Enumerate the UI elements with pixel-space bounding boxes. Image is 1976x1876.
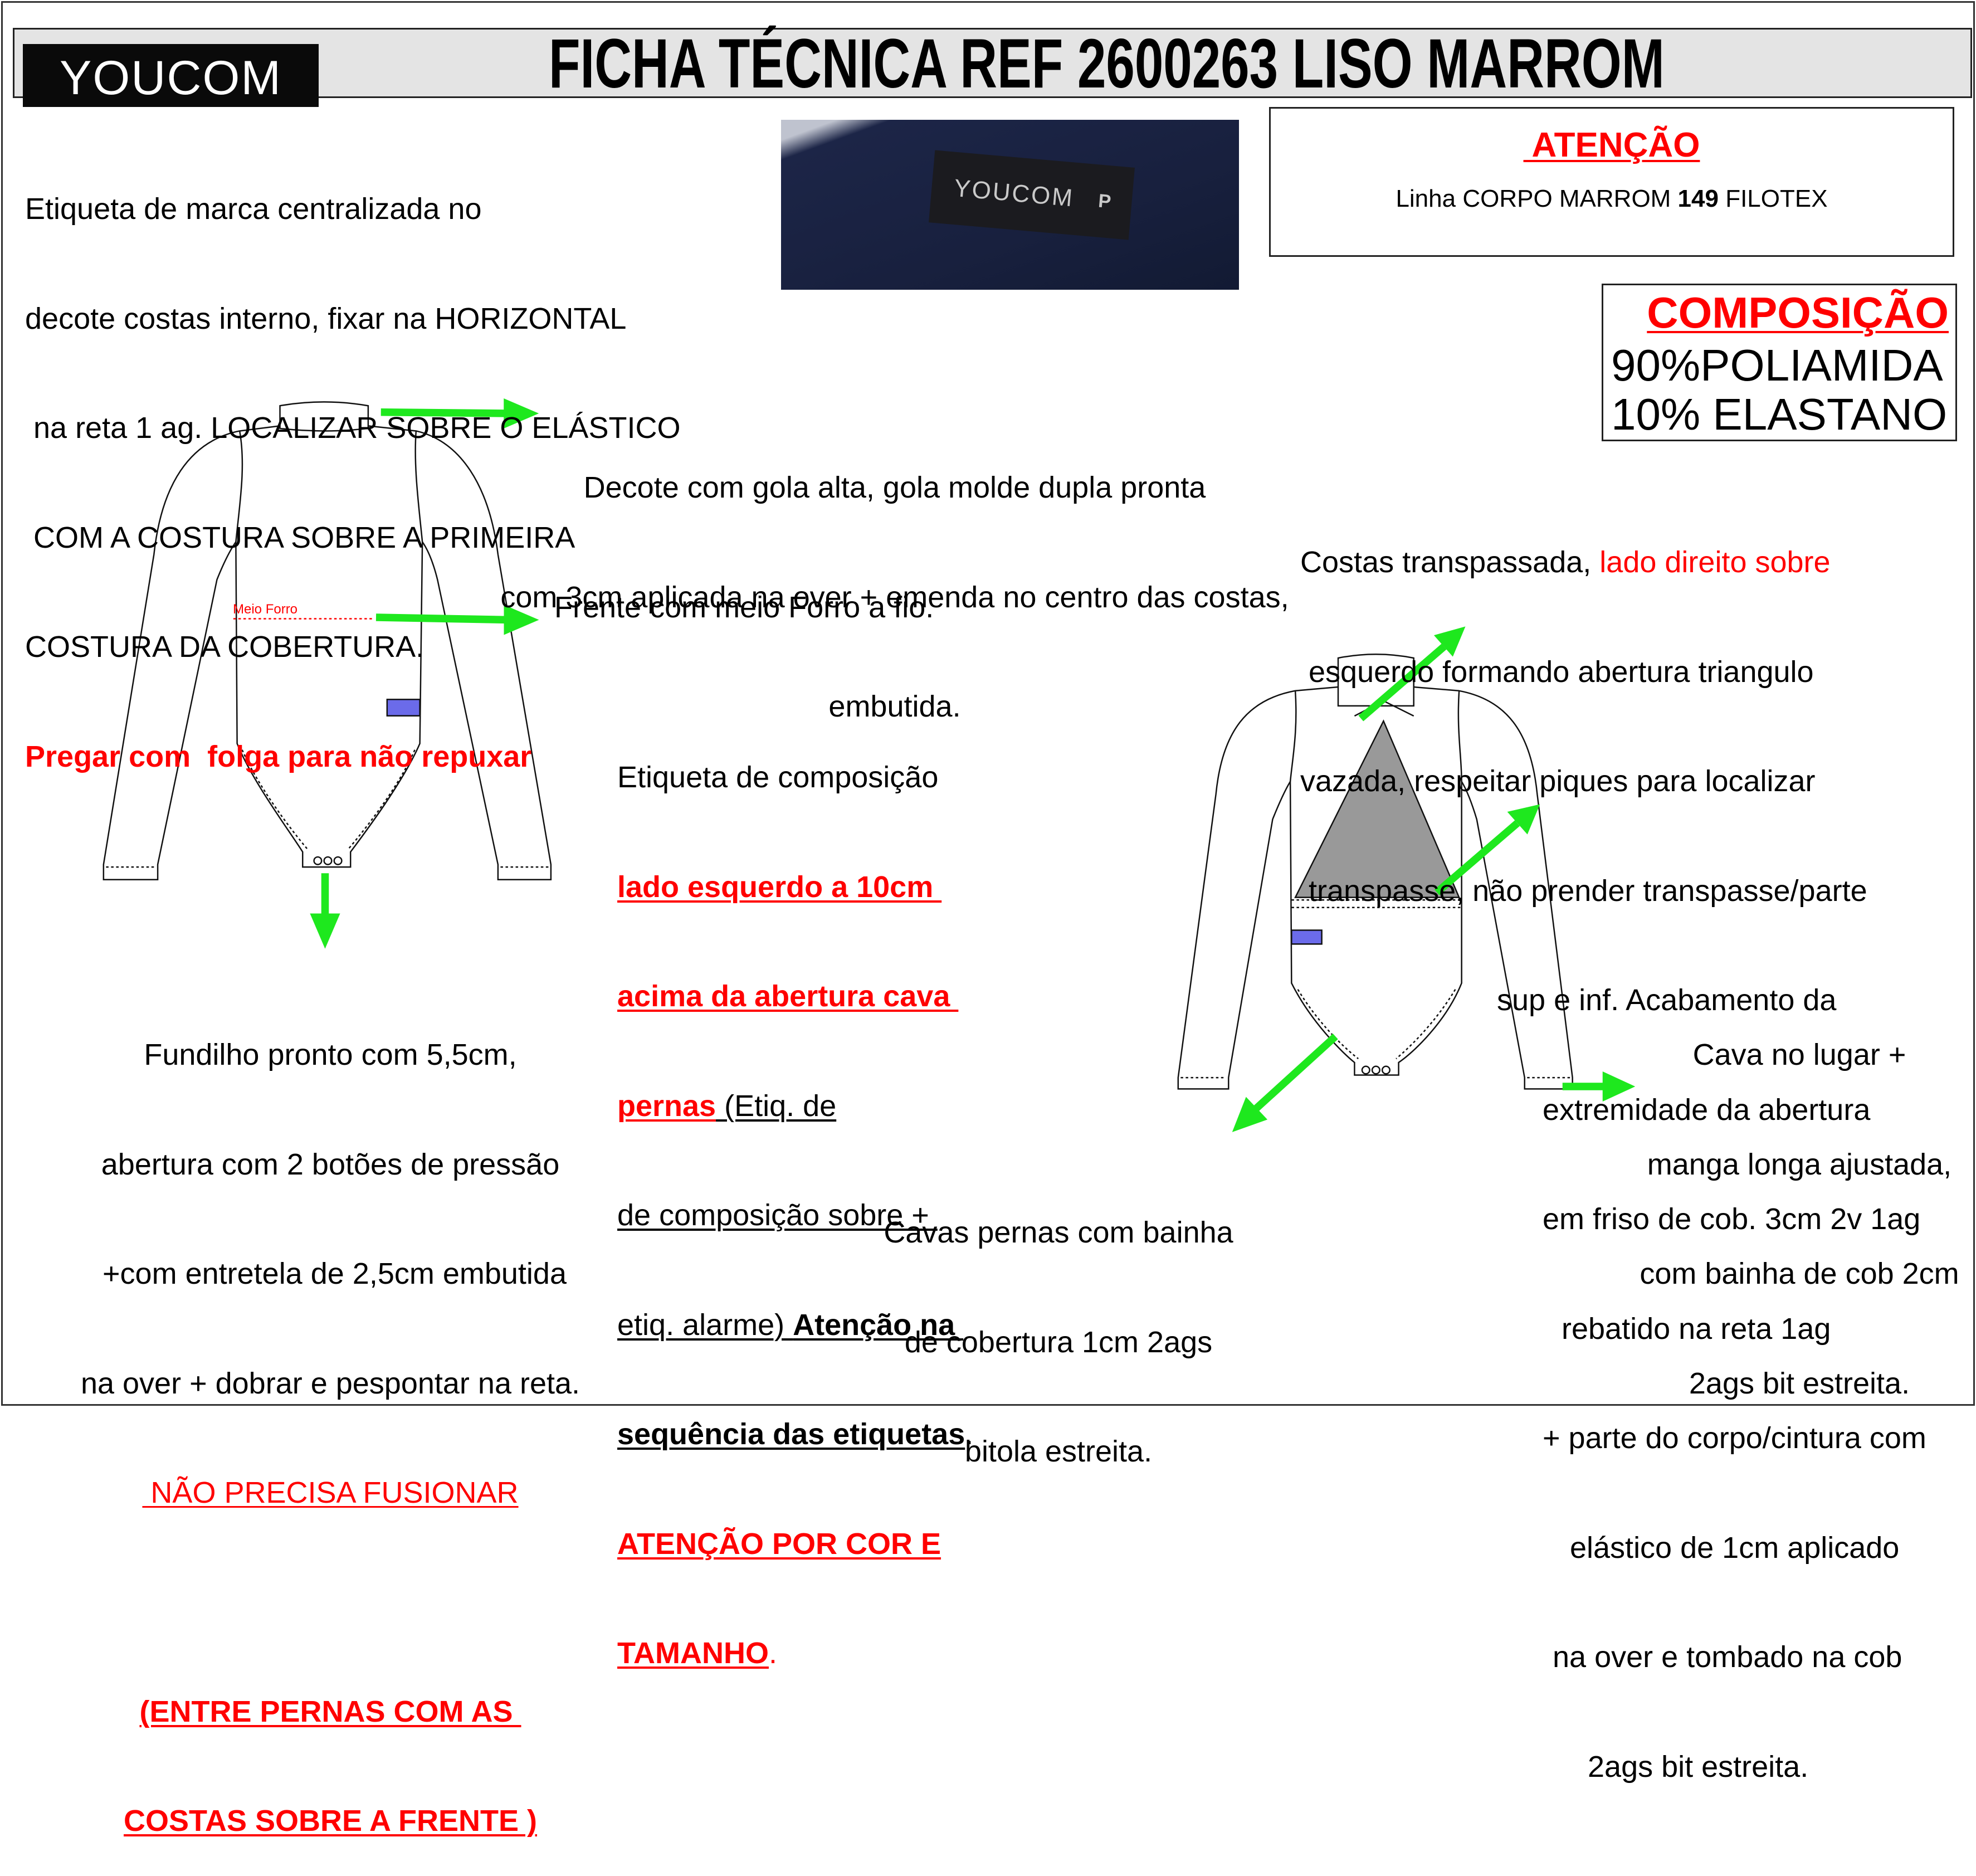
note-line: Etiqueta de marca centralizada no <box>25 192 482 226</box>
composition-label-marker <box>386 699 421 717</box>
note-seg: . <box>768 1636 777 1670</box>
front-stitching <box>106 749 549 868</box>
note-line: de composição sobre + <box>617 1198 938 1232</box>
gusset-note: Fundilho pronto com 5,5cm, abertura com … <box>24 964 637 1876</box>
note-line: transpasse, não prender transpasse/parte <box>1300 874 1867 908</box>
note-line: abertura com 2 botões de pressão <box>101 1147 560 1181</box>
lining-marker-label: Meio Forro <box>233 602 298 617</box>
note-line: acima da abertura cava <box>617 980 959 1013</box>
composition-title: COMPOSIÇÃO <box>1647 288 1949 337</box>
note-line: NÃO PRECISA FUSIONAR <box>142 1476 519 1509</box>
front-collar <box>279 401 369 432</box>
note-line: em friso de cob. 3cm 2v 1ag <box>1543 1202 1921 1236</box>
front-armholes <box>235 431 423 542</box>
front-bodysuit-drawing <box>103 401 552 881</box>
note-line: Cavas pernas com bainha <box>884 1216 1233 1249</box>
note-line: lado esquerdo a 10cm <box>617 870 942 904</box>
composition-item: 90%POLIAMIDA <box>1611 340 1943 390</box>
snap-button <box>313 856 323 865</box>
attention-title: ATENÇÃO <box>1523 126 1700 164</box>
front-outline <box>103 425 552 881</box>
note-line: ATENÇÃO POR COR E <box>617 1527 941 1561</box>
note-line: +com entretela de 2,5cm embutida <box>94 1257 567 1290</box>
brand-label-note: Etiqueta de marca centralizada no decote… <box>25 118 680 812</box>
thread-text: Linha CORPO MARROM <box>1396 185 1678 212</box>
composition-list: 90%POLIAMIDA 10% ELASTANO <box>1611 341 1947 439</box>
snap-button <box>323 856 333 865</box>
back-mesh-opening <box>1294 719 1461 898</box>
note-line: sup e inf. Acabamento da <box>1497 983 1837 1017</box>
note-line: (ENTRE PERNAS COM AS <box>139 1694 521 1728</box>
sleeve-note: Cava no lugar + manga longa ajustada, co… <box>1632 964 1967 1439</box>
note-line: com bainha de cob 2cm <box>1640 1257 1959 1290</box>
note-line: 2ags bit estreita. <box>1588 1750 1809 1784</box>
note-line: Fundilho pronto com 5,5cm, <box>144 1038 517 1071</box>
note-line: com 3cm aplicada na over + emenda no cen… <box>500 580 1289 614</box>
note-line: Etiqueta de composição <box>617 761 939 794</box>
note-line: na over e tombado na cob <box>1553 1640 1902 1674</box>
back-armholes <box>1289 690 1462 782</box>
note-seg: TAMANHO <box>617 1636 769 1670</box>
lining-note: Frente com meio Forro a fio. <box>554 591 934 624</box>
snap-button <box>1381 1065 1390 1075</box>
note-line: de cobertura 1cm 2ags <box>904 1325 1213 1359</box>
arrow-icon <box>1358 626 1466 722</box>
tag-size: P <box>1097 190 1112 213</box>
note-line: embutida. <box>828 690 961 723</box>
page-title: FICHA TÉCNICA REF 2600263 LISO MARROM <box>549 25 1665 103</box>
note-line: na reta 1 ag. LOCALIZAR SOBRE O ELÁSTICO <box>25 411 681 445</box>
neckline-note: Decote com gola alta, gola molde dupla p… <box>449 397 1340 762</box>
composition-label-marker <box>1291 929 1323 945</box>
arrow-icon <box>1434 804 1540 895</box>
tag-brand: YOUCOM <box>953 174 1075 212</box>
note-seg: (Etiq. de <box>716 1089 837 1123</box>
thread-code: 149 <box>1677 185 1719 212</box>
note-line: Cava no lugar + <box>1692 1038 1906 1071</box>
note-line: extremidade da abertura <box>1543 1093 1871 1127</box>
brand-tag: YOUCOM P <box>929 150 1135 240</box>
note-seg: etiq. alarme) <box>617 1308 793 1342</box>
back-outline <box>1177 686 1573 1090</box>
note-seg: Atenção na <box>793 1308 964 1342</box>
back-stitching <box>1180 989 1570 1079</box>
arrow-icon <box>380 398 539 428</box>
arrow-icon <box>310 873 340 949</box>
snap-button <box>333 856 343 865</box>
logo-text: YOUCOM <box>60 51 282 105</box>
leg-opening-note: Cavas pernas com bainha de cobertura 1cm… <box>836 1142 1281 1507</box>
note-line: COSTURA DA COBERTURA. <box>25 630 425 664</box>
note-seg: Costas transpassada, <box>1300 545 1600 579</box>
note-line: vazada, respeitar piques para localizar <box>1300 764 1816 798</box>
note-line: manga longa ajustada, <box>1647 1147 1952 1181</box>
note-warning: Pregar com folga para não repuxar <box>25 739 532 773</box>
note-seg: pernas <box>617 1089 716 1123</box>
note-line: decote costas interno, fixar na HORIZONT… <box>25 301 627 335</box>
arrow-icon <box>375 605 539 635</box>
label-photo: YOUCOM P <box>781 120 1239 290</box>
snap-button <box>1361 1065 1370 1075</box>
note-line: 2ags bit estreita. <box>1689 1366 1910 1400</box>
note-line: esquerdo formando abertura triangulo <box>1300 655 1814 689</box>
note-line: elástico de 1cm aplicado <box>1570 1531 1900 1565</box>
note-seg: lado direito sobre <box>1599 545 1831 579</box>
note-line: COSTAS SOBRE A FRENTE ) <box>123 1804 538 1838</box>
spacer <box>328 1585 333 1621</box>
thread-spec: Linha CORPO MARROM 149 FILOTEX <box>1396 185 1827 213</box>
attention-box: ATENÇÃO Linha CORPO MARROM 149 FILOTEX <box>1269 107 1954 257</box>
note-line: na over + dobrar e pespontar na reta. <box>80 1366 580 1400</box>
note-line: rebatido na reta 1ag <box>1562 1312 1831 1346</box>
thread-brand: FILOTEX <box>1718 185 1828 212</box>
composition-box: COMPOSIÇÃO 90%POLIAMIDA 10% ELASTANO <box>1602 284 1957 441</box>
composition-item: 10% ELASTANO <box>1611 389 1948 439</box>
note-line: Decote com gola alta, gola molde dupla p… <box>583 471 1206 504</box>
arrow-icon <box>1232 1034 1338 1132</box>
arrow-icon <box>1562 1071 1636 1102</box>
page-frame <box>1 1 1975 1406</box>
snap-button <box>1371 1065 1380 1075</box>
note-line: COM A COSTURA SOBRE A PRIMEIRA <box>25 520 575 554</box>
header-bar <box>13 28 1972 98</box>
note-line: bitola estreita. <box>964 1435 1153 1468</box>
waist-elastic-stitching <box>1291 899 1462 909</box>
brand-logo: YOUCOM <box>23 44 319 107</box>
